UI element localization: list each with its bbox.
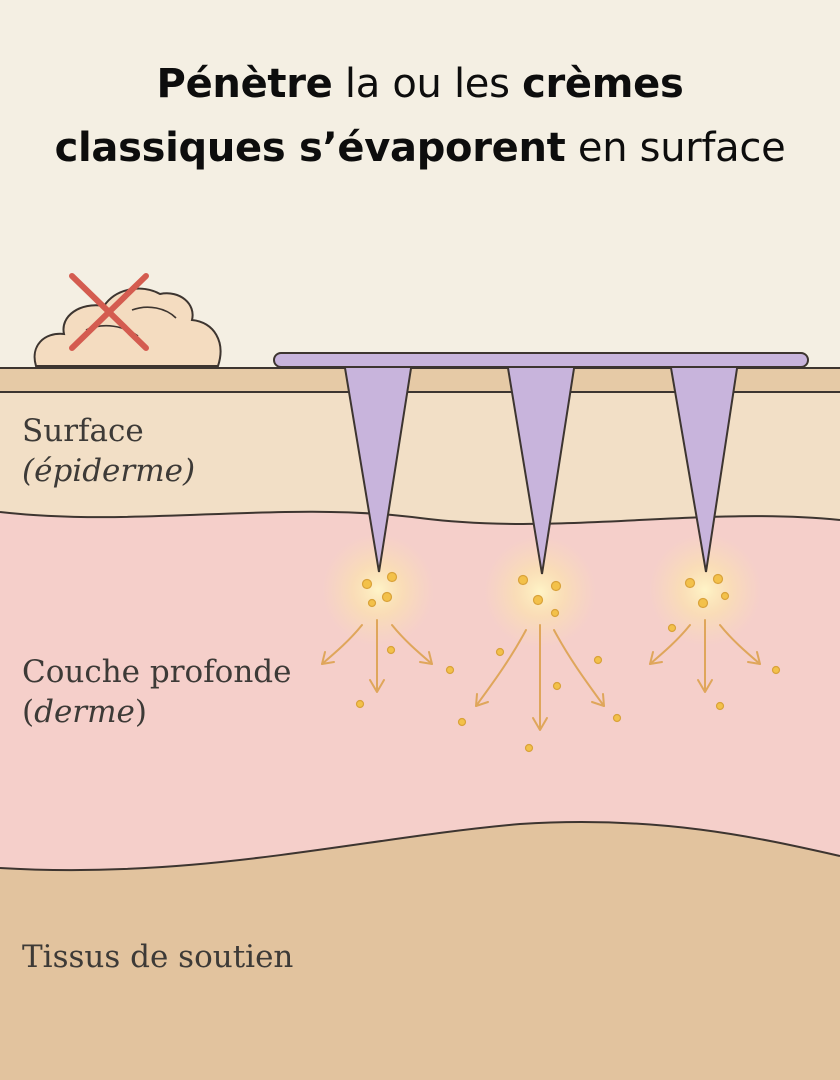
headline-part-1: Pénètre <box>156 61 333 107</box>
patch-backing <box>273 352 809 368</box>
red-x-icon <box>69 273 149 351</box>
surface-label-title: Surface <box>22 413 144 449</box>
support-label-title: Tissus de soutien <box>22 939 294 975</box>
active-particles-glow <box>322 534 761 648</box>
surface-term: épiderme <box>34 453 183 489</box>
support-tissue-label: Tissus de soutien <box>22 937 293 977</box>
deep-term: derme <box>34 694 135 730</box>
surface-label: Surface (épiderme) <box>22 411 195 491</box>
surface-term-open: ( <box>22 453 35 489</box>
microneedle-patch-icon <box>273 352 809 575</box>
deep-label-title: Couche profonde <box>22 654 292 690</box>
deep-term-close: ) <box>134 694 147 730</box>
support-tissue-layer <box>0 821 840 1080</box>
surface-label-term-line: (épiderme) <box>22 451 195 491</box>
dermis-boundary-line <box>0 820 840 872</box>
deep-label-term-line: (derme) <box>22 692 292 732</box>
deep-layer-label: Couche profonde (derme) <box>22 652 292 732</box>
epidermis-layer <box>0 392 840 524</box>
headline-part-4: en surface <box>565 125 786 171</box>
headline: Pénètre la ou les crèmes classiques s’év… <box>40 52 800 180</box>
headline-part-3: crèmes classiques s’évaporent <box>54 61 684 171</box>
dermis-layer <box>0 511 840 871</box>
diffusion-arrows-icon <box>321 619 761 731</box>
deep-term-open: ( <box>22 694 35 730</box>
active-particles-icon <box>355 571 781 753</box>
surface-term-close: ) <box>182 453 196 489</box>
headline-part-2: la ou les <box>332 61 523 107</box>
